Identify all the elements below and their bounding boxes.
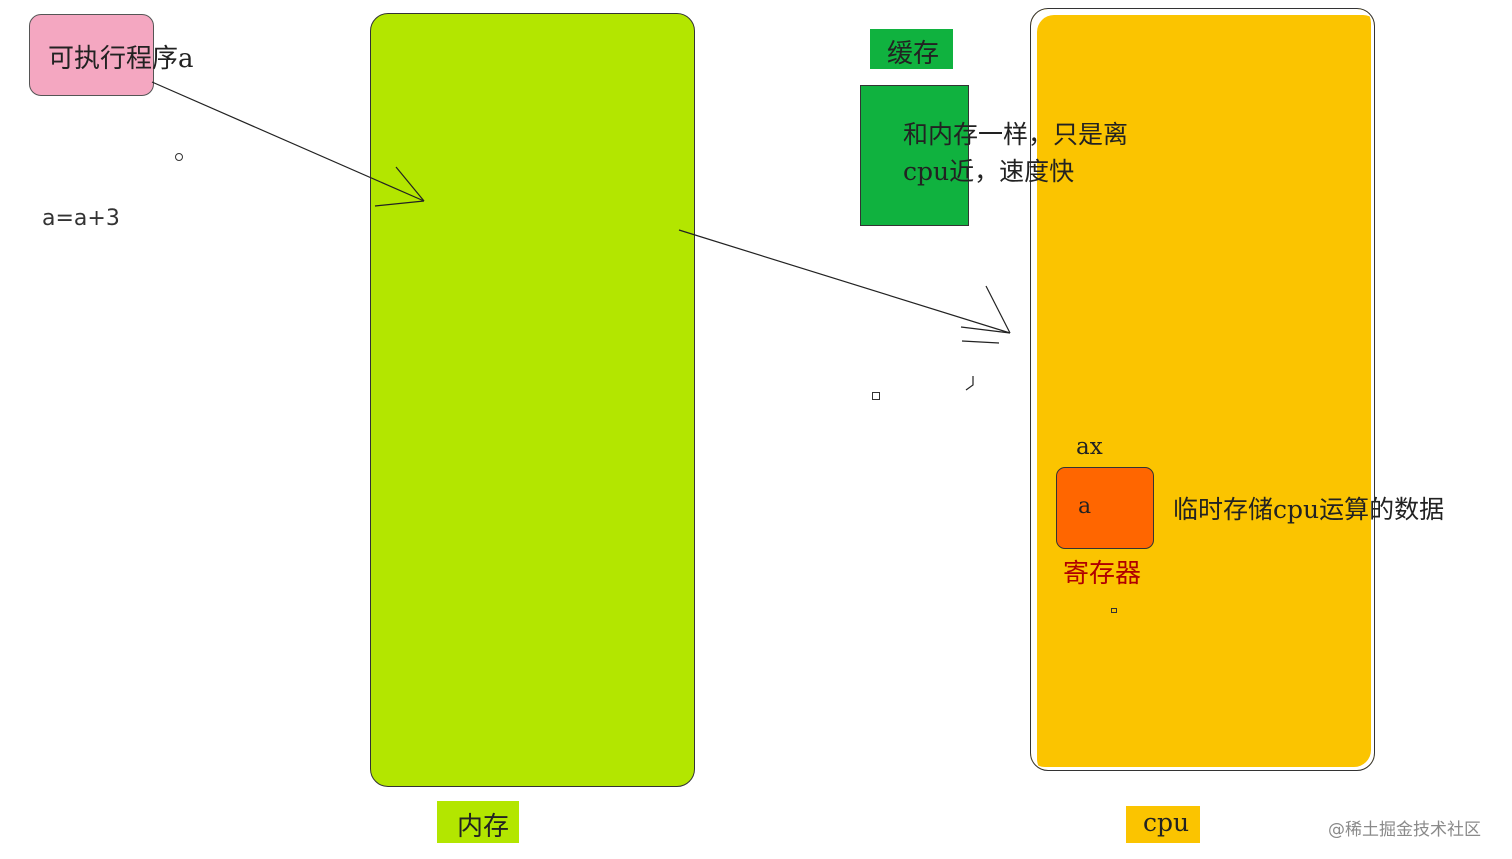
memory-box (370, 13, 695, 787)
program-box (29, 14, 154, 96)
cpu-label: cpu (1143, 808, 1190, 837)
register-label: 寄存器 (1063, 559, 1142, 589)
cpu-box (1030, 8, 1375, 771)
memory-label: 内存 (457, 812, 510, 842)
cache-description: 和内存一样，只是离 cpu近，速度快 (903, 116, 1128, 190)
cache-label: 缓存 (887, 39, 940, 69)
watermark: @稀土掘金技术社区 (1328, 820, 1481, 840)
expression-label: a=a+3 (42, 206, 120, 231)
cache-tag (870, 29, 953, 69)
cache-description-line2: cpu近，速度快 (903, 157, 1075, 186)
small-square-mark (872, 392, 880, 400)
program-label: 可执行程序a (48, 44, 194, 74)
register-description: 临时存储cpu运算的数据 (1173, 495, 1445, 524)
memory-to-cpu-arrow (678, 229, 1011, 334)
register-name: ax (1076, 434, 1103, 460)
memory-tag (437, 801, 519, 843)
tiny-dot-mark (1111, 608, 1117, 613)
cache-description-line1: 和内存一样，只是离 (903, 120, 1129, 149)
cpu-tag (1126, 806, 1200, 843)
small-circle-mark (175, 153, 183, 161)
register-value: a (1078, 494, 1092, 519)
register-box (1056, 467, 1154, 549)
cache-box (860, 85, 969, 226)
stray-strokes (961, 340, 1000, 391)
